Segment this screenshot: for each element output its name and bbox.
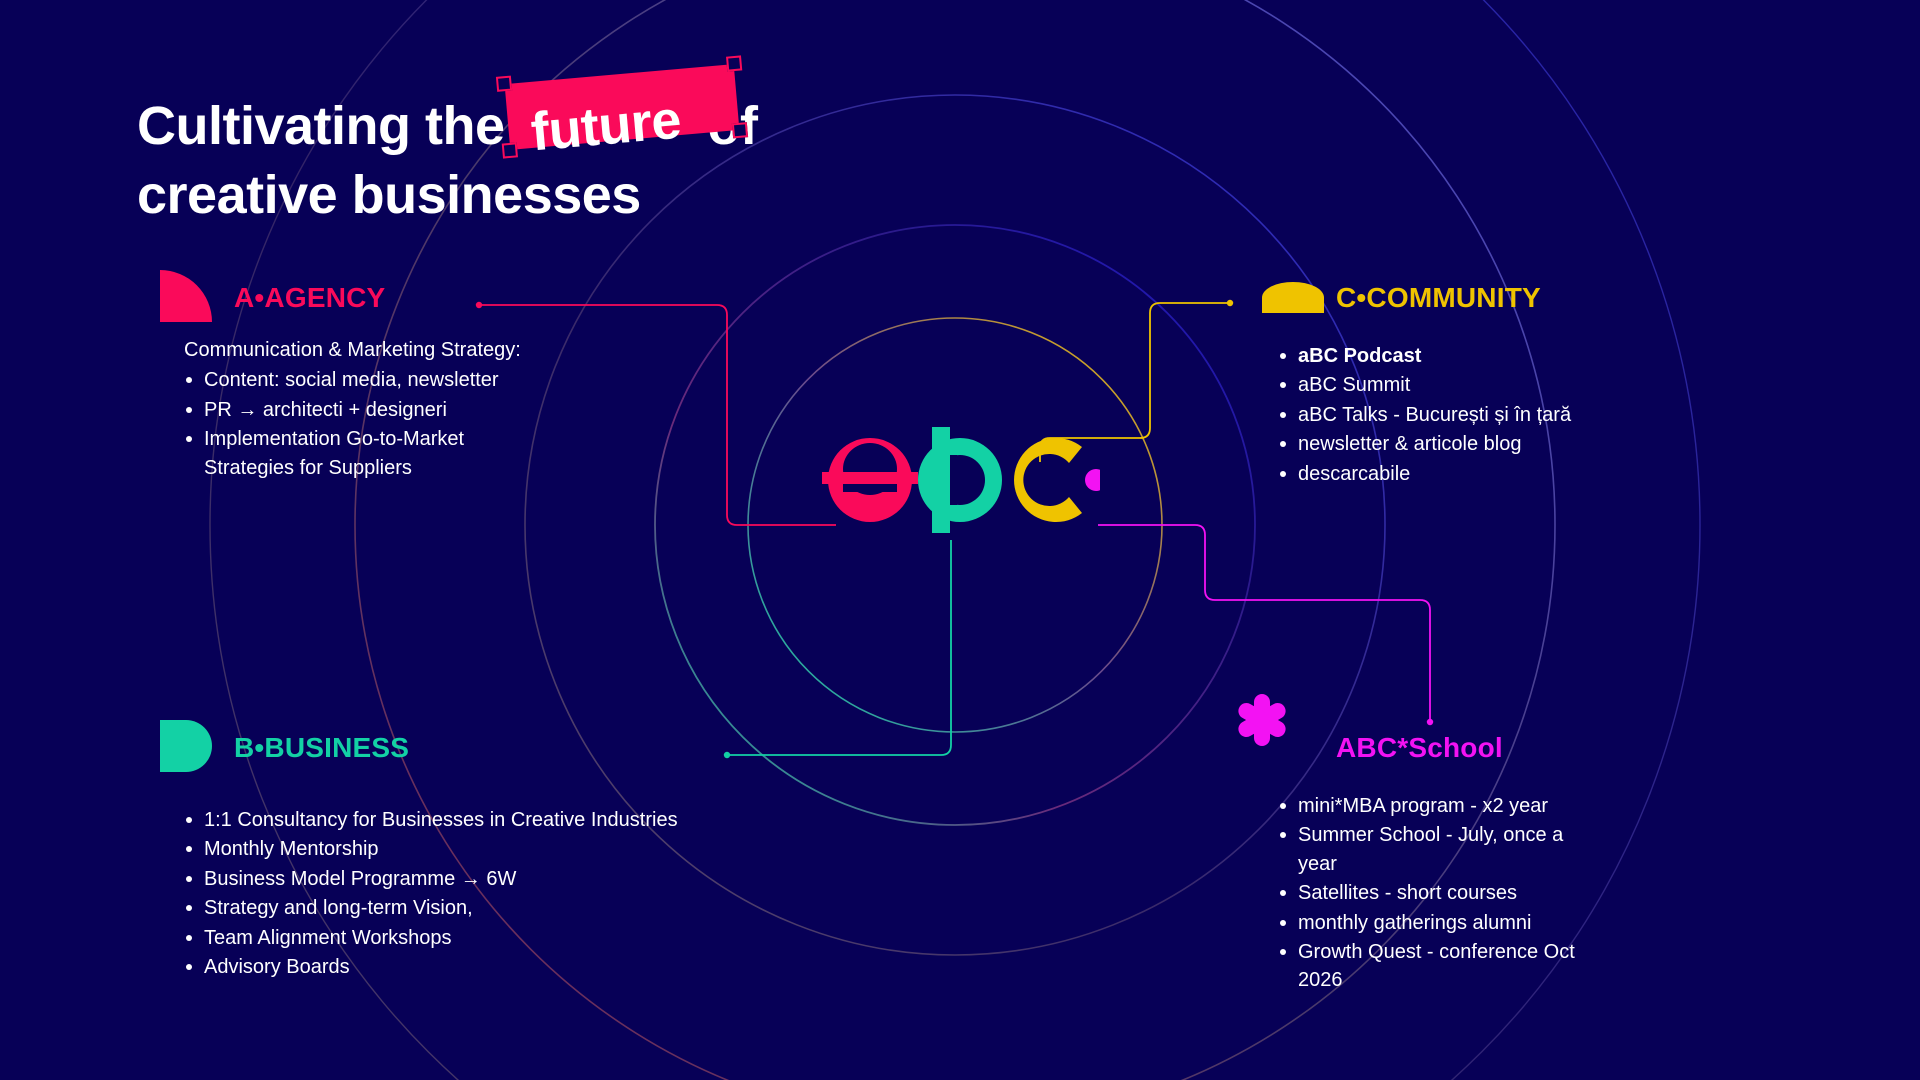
logo-letter-c <box>1014 438 1082 522</box>
list-item: Monthly Mentorship <box>182 835 880 863</box>
community-header: C•COMMUNITY <box>1262 270 1822 326</box>
list-item: PR → architecti + designeri <box>182 396 720 424</box>
list-item: aBC Summit <box>1276 371 1822 399</box>
list-item: Team Alignment Workshops <box>182 924 880 952</box>
dome-icon <box>1262 270 1324 326</box>
page-title: Cultivating the future of creative busin… <box>137 55 1037 230</box>
headline-line1-before: Cultivating the <box>137 96 505 156</box>
agency-title: A•AGENCY <box>234 282 386 313</box>
block-agency: A•AGENCY Communication & Marketing Strat… <box>160 270 720 483</box>
list-item: aBC Podcast <box>1276 342 1822 370</box>
list-item: Business Model Programme → 6W <box>182 865 880 893</box>
business-header: B•BUSINESS <box>160 720 880 776</box>
business-list: 1:1 Consultancy for Businesses in Creati… <box>182 806 880 981</box>
handle-bottom-right-icon[interactable] <box>731 122 749 139</box>
list-item: newsletter & articole blog <box>1276 430 1822 458</box>
handle-top-right-icon[interactable] <box>726 55 743 72</box>
school-title: ABC*School <box>1336 732 1503 763</box>
agency-intro: Communication & Marketing Strategy: <box>184 339 521 361</box>
handle-bottom-left-icon[interactable] <box>501 142 518 159</box>
asterisk-icon <box>1235 694 1318 776</box>
list-item: aBC Talks - București și în țară <box>1276 401 1822 429</box>
handle-top-left-icon[interactable] <box>495 75 513 92</box>
list-item: monthly gatherings alumni <box>1276 909 1822 937</box>
headline-highlight-wrap: future <box>495 55 749 162</box>
list-item: mini*MBA program - x2 year <box>1276 792 1822 820</box>
list-item: descarcabile <box>1276 460 1822 488</box>
block-community: C•COMMUNITY aBC Podcast aBC Summit aBC T… <box>1262 270 1822 489</box>
community-title: C•COMMUNITY <box>1336 282 1541 313</box>
agency-header: A•AGENCY <box>160 270 720 326</box>
half-pill-icon <box>160 720 216 776</box>
list-item: Implementation Go-to-Market Strategies f… <box>182 425 482 482</box>
quarter-circle-icon <box>160 270 216 326</box>
logo-dot <box>1085 469 1100 491</box>
list-item: Growth Quest - conference Oct 2026 <box>1276 938 1576 995</box>
agency-list: Content: social media, newsletter PR → a… <box>182 366 720 482</box>
list-item: Summer School - July, once a year <box>1276 821 1576 878</box>
list-item: Content: social media, newsletter <box>182 366 720 394</box>
school-list: mini*MBA program - x2 year Summer School… <box>1276 792 1822 995</box>
list-item: Satellites - short courses <box>1276 879 1822 907</box>
list-item: Strategy and long-term Vision, <box>182 894 880 922</box>
headline-line2: creative businesses <box>137 165 641 226</box>
list-item: 1:1 Consultancy for Businesses in Creati… <box>182 806 880 834</box>
abc-logo <box>822 427 1100 533</box>
list-item: Advisory Boards <box>182 953 880 981</box>
business-title: B•BUSINESS <box>234 732 410 763</box>
logo-letter-b <box>918 427 1002 533</box>
logo-letter-a <box>822 438 918 522</box>
community-list: aBC Podcast aBC Summit aBC Talks - Bucur… <box>1276 342 1822 488</box>
block-school: ABC*School mini*MBA program - x2 year Su… <box>1235 694 1822 996</box>
block-business: B•BUSINESS 1:1 Consultancy for Businesse… <box>160 720 880 982</box>
school-header: ABC*School <box>1235 694 1822 776</box>
